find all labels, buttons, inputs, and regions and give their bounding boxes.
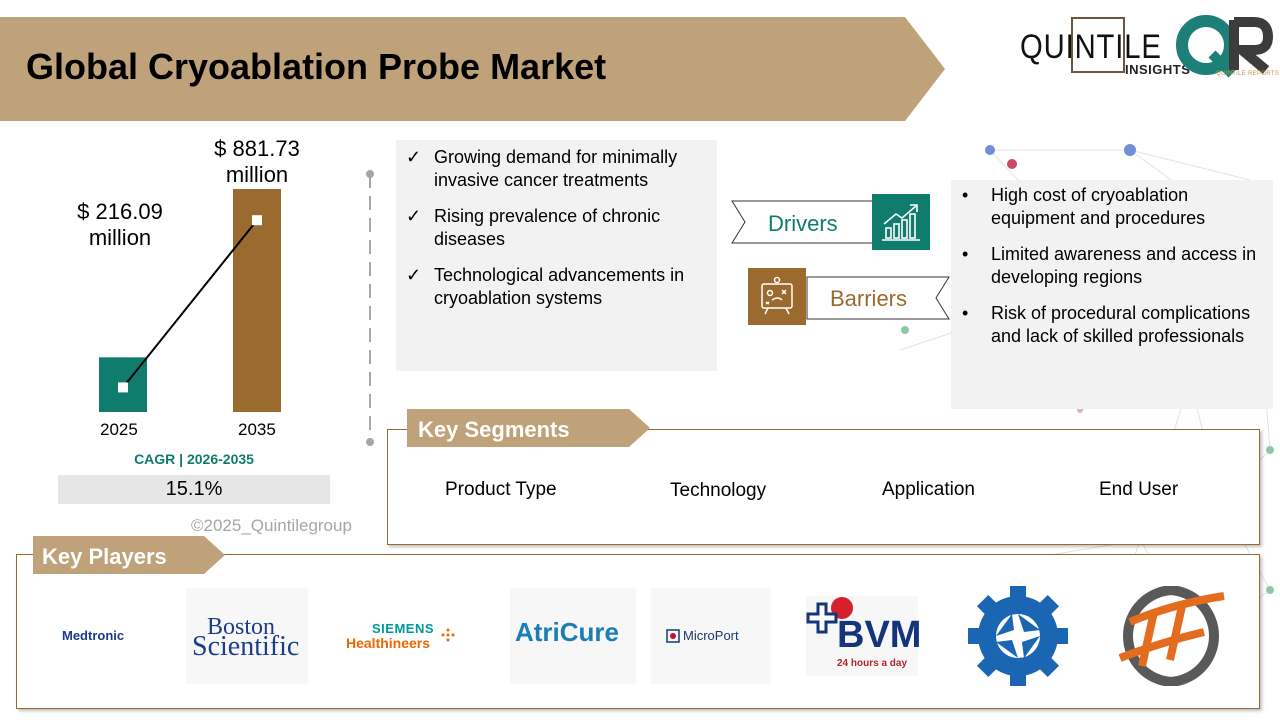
brand-qr-logo xyxy=(1176,15,1274,78)
bvm-logo-text: BVM xyxy=(837,614,922,656)
barriers-list: • High cost of cryoablation equipment and… xyxy=(959,184,1269,361)
title-banner xyxy=(0,17,945,121)
key-players-title: Key Players xyxy=(42,544,167,569)
boston-scientific-logo-line1: Boston xyxy=(207,614,276,640)
brand-logo-insights: INSIGHTS xyxy=(1125,62,1191,77)
barriers-tag-shape xyxy=(806,276,950,320)
atricure-logo-text: AtriCure xyxy=(515,617,620,647)
checkmark-icon: ✓ xyxy=(406,265,422,285)
bvm-logo-tagline: 24 hours a day xyxy=(837,658,908,669)
list-item: • Risk of procedural complications and la… xyxy=(959,302,1269,348)
bar-2035 xyxy=(233,189,281,412)
ht-logo xyxy=(1118,586,1225,686)
segment-technology: Technology xyxy=(670,480,767,501)
microport-mark-icon xyxy=(666,629,680,643)
segment-application: Application xyxy=(882,479,975,500)
boston-scientific-logo-line2: Scientific xyxy=(192,631,300,662)
microport-logo-text: MicroPort xyxy=(683,628,739,643)
bullet-dot-icon: • xyxy=(962,303,969,323)
trend-marker-2025 xyxy=(118,382,128,393)
bullet-dot-icon: • xyxy=(962,244,969,264)
market-size-bar-chart xyxy=(99,189,281,412)
driver-text: Growing demand for minimally invasive ca… xyxy=(434,147,678,190)
cagr-value: 15.1% xyxy=(58,475,330,504)
growth-trend-line xyxy=(122,219,258,389)
drivers-list: ✓ Growing demand for minimally invasive c… xyxy=(404,146,709,323)
growth-chart-icon xyxy=(872,194,930,250)
copyright-text: ©2025_Quintilegroup xyxy=(191,516,352,535)
list-item: • Limited awareness and access in develop… xyxy=(959,243,1269,289)
page-title: Global Cryoablation Probe Market xyxy=(26,46,607,87)
brand-logo-frame xyxy=(1071,17,1125,73)
drivers-panel: ✓ Growing demand for minimally invasive c… xyxy=(396,140,717,371)
bullet-dot-icon: • xyxy=(962,185,969,205)
brand-logo-quintile: QUINTILE xyxy=(1020,28,1162,66)
key-segments-title: Key Segments xyxy=(418,417,570,442)
barriers-panel: • High cost of cryoablation equipment and… xyxy=(951,180,1273,409)
barrier-text: Risk of procedural complications and lac… xyxy=(991,303,1251,346)
list-item: ✓ Growing demand for minimally invasive c… xyxy=(404,146,709,192)
tick-label-2035: 2035 xyxy=(238,420,276,439)
value-label-2025-amount: $ 216.09 xyxy=(77,199,163,224)
value-label-2025-unit: million xyxy=(88,225,152,250)
barrier-text: Limited awareness and access in developi… xyxy=(991,244,1257,287)
obstacle-board-icon xyxy=(748,268,806,325)
key-players-tag-shape xyxy=(33,536,225,574)
value-label-2035-unit: million xyxy=(225,162,289,187)
driver-text: Rising prevalence of chronic diseases xyxy=(434,206,661,249)
drivers-label: Drivers xyxy=(768,211,838,236)
siemens-dots-icon xyxy=(441,628,455,642)
siemens-logo-line1: SIEMENS xyxy=(372,621,435,636)
bvm-cross-icon xyxy=(806,597,853,634)
gear-logo xyxy=(968,586,1068,686)
brand-logo-reports: QUINTILE REPORTS xyxy=(1216,71,1280,77)
segment-end-user: End User xyxy=(1099,479,1179,500)
value-label-2025: $ 216.09 million xyxy=(54,199,186,251)
tick-label-2025: 2025 xyxy=(100,420,138,439)
list-item: ✓ Technological advancements in cryoablat… xyxy=(404,264,709,310)
medtronic-logo: Medtronic xyxy=(62,628,125,643)
checkmark-icon: ✓ xyxy=(406,147,422,167)
boston-scientific-logo xyxy=(186,588,308,684)
list-item: • High cost of cryoablation equipment and… xyxy=(959,184,1269,230)
value-label-2035: $ 881.73 million xyxy=(191,136,323,188)
dashed-divider xyxy=(366,170,374,446)
value-label-2035-amount: $ 881.73 xyxy=(214,136,300,161)
drivers-tag-shape xyxy=(731,200,876,244)
key-segments-panel xyxy=(387,429,1260,545)
list-item: ✓ Rising prevalence of chronic diseases xyxy=(404,205,709,251)
siemens-logo-line2: Healthineers xyxy=(346,635,431,651)
cagr-label: CAGR | 2026-2035 xyxy=(134,451,254,467)
trend-marker-2035 xyxy=(252,215,262,226)
checkmark-icon: ✓ xyxy=(406,206,422,226)
barrier-text: High cost of cryoablation equipment and … xyxy=(991,185,1206,228)
driver-text: Technological advancements in cryoablati… xyxy=(434,265,685,308)
key-segments-tag-shape xyxy=(407,409,650,447)
segment-product-type: Product Type xyxy=(445,479,557,500)
barriers-label: Barriers xyxy=(830,286,908,311)
atricure-logo xyxy=(510,588,636,684)
title-banner-shape xyxy=(0,17,945,121)
